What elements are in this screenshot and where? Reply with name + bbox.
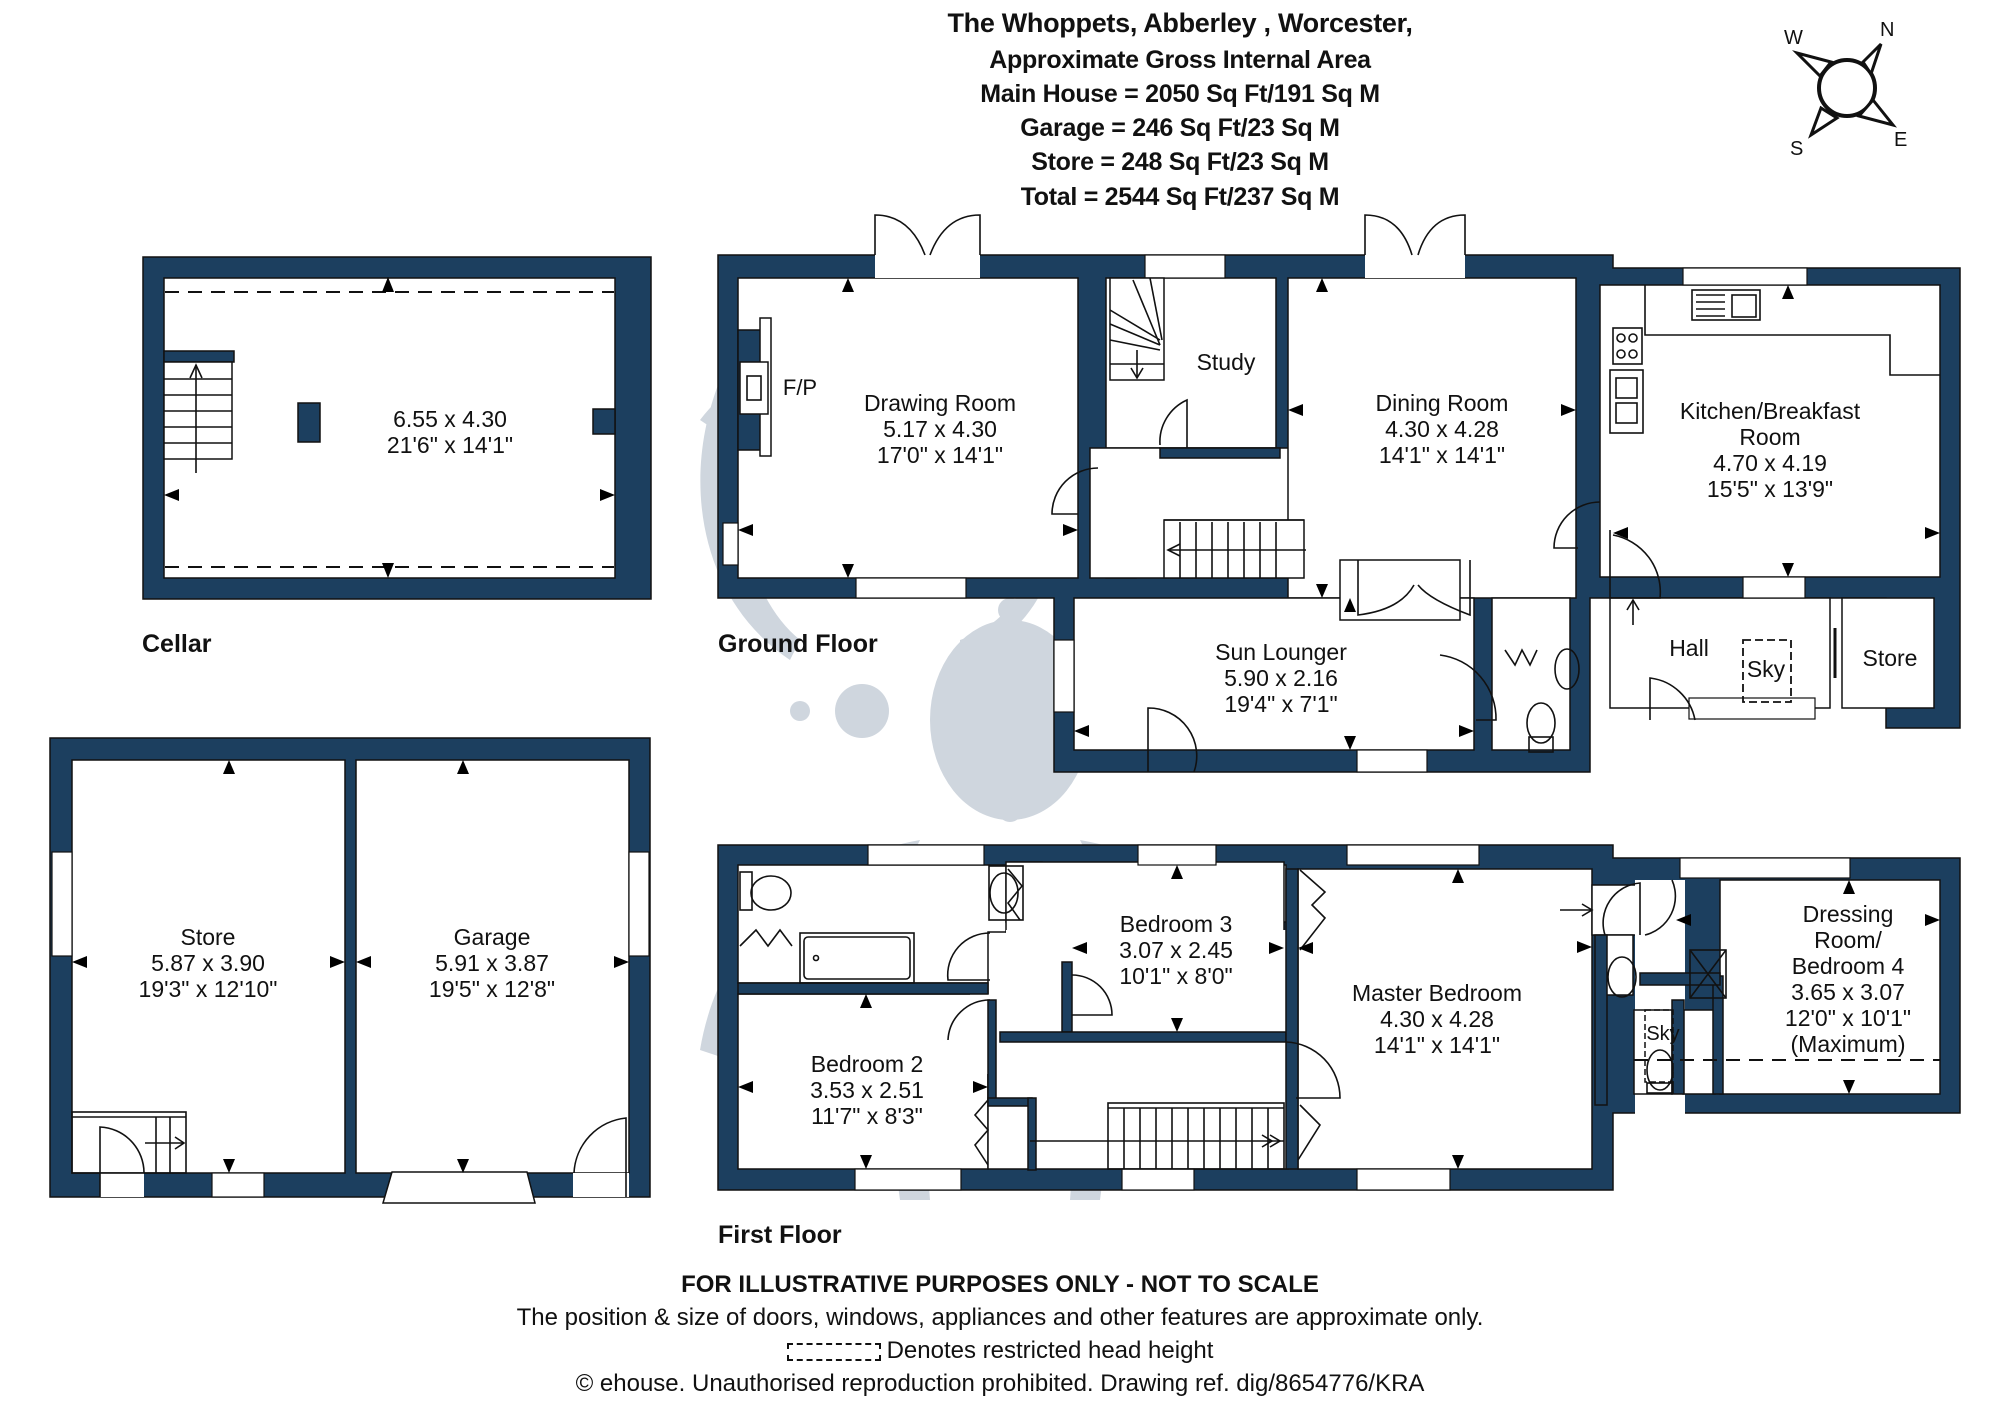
garage-imperial: 19'5" x 12'8" (429, 976, 555, 1002)
sun-lounger-name: Sun Lounger (1215, 639, 1347, 665)
dressing-room-imperial: 12'0" x 10'1" (1785, 1005, 1911, 1031)
ground-floor-label: Ground Floor (718, 630, 878, 658)
dressing-room-note: (Maximum) (1791, 1031, 1906, 1057)
window (1137, 844, 1217, 866)
cellar-room-metric: 6.55 x 4.30 (393, 406, 507, 432)
legend-text: Denotes restricted head height (886, 1337, 1214, 1364)
stairs-icon (71, 1111, 187, 1174)
window (1688, 697, 1816, 720)
dressing-room-name-line3: Bedroom 4 (1792, 953, 1905, 979)
garage-door (382, 1171, 536, 1204)
dressing-room-name: Dressing (1803, 901, 1894, 927)
stairs-icon (163, 361, 233, 473)
window (722, 522, 739, 566)
ground-store-name: Store (1863, 645, 1918, 671)
dashed-box-icon (786, 1342, 881, 1361)
cellar-plan: 6.55 x 4.30 21'6" x 14'1" Cellar (142, 256, 652, 658)
area-garage: Garage = 246 Sq Ft/23 Sq M (1020, 114, 1340, 142)
dressing-room-metric: 3.65 x 3.07 (1791, 979, 1905, 1005)
fireplace-label: F/P (783, 375, 817, 400)
window (867, 844, 985, 866)
fireplace-icon: F/P (737, 317, 817, 457)
window (1346, 844, 1480, 866)
drawing-room-metric: 5.17 x 4.30 (883, 416, 997, 442)
kitchen-metric: 4.70 x 4.19 (1713, 450, 1827, 476)
area-total: Total = 2544 Sq Ft/237 Sq M (1020, 183, 1340, 211)
bathroom-fittings (739, 865, 1024, 984)
outbuilding-store-imperial: 19'3" x 12'10" (139, 976, 278, 1002)
ensuite-skylight-label: Sky (1646, 1023, 1679, 1045)
master-bedroom-imperial: 14'1" x 14'1" (1374, 1032, 1500, 1058)
stairs-icon (1030, 1102, 1285, 1170)
property-title: The Whoppets, Abberley , Worcester, (947, 8, 1413, 38)
cellar-room-imperial: 21'6" x 14'1" (387, 432, 513, 458)
bedroom2-name: Bedroom 2 (811, 1051, 924, 1077)
dining-room-imperial: 14'1" x 14'1" (1379, 442, 1505, 468)
kitchen-name: Kitchen/Breakfast (1680, 398, 1861, 424)
window (211, 1172, 265, 1198)
area-main-house: Main House = 2050 Sq Ft/191 Sq M (980, 80, 1380, 108)
dining-room-metric: 4.30 x 4.28 (1385, 416, 1499, 442)
window (855, 577, 967, 599)
compass-s: S (1790, 138, 1803, 160)
first-floor-plan: Sky Bedroom 2 3.53 x 2.51 11'7" x 8'3" B… (717, 844, 1961, 1249)
kitchen-name-line2: Room (1739, 424, 1800, 450)
garage-name: Garage (454, 924, 531, 950)
window (854, 1168, 962, 1191)
sun-lounger-imperial: 19'4" x 7'1" (1224, 691, 1337, 717)
window (1742, 576, 1806, 599)
bedroom2-metric: 3.53 x 2.51 (810, 1077, 924, 1103)
master-bedroom-name: Master Bedroom (1352, 980, 1522, 1006)
compass-icon: N E S W (1784, 19, 1907, 160)
sun-lounger-metric: 5.90 x 2.16 (1224, 665, 1338, 691)
window (1356, 1168, 1451, 1191)
drawing-room-name: Drawing Room (864, 390, 1016, 416)
window (51, 851, 73, 957)
compass-e: E (1894, 129, 1907, 151)
disclaimer-text: FOR ILLUSTRATIVE PURPOSES ONLY - NOT TO … (681, 1271, 1319, 1298)
legend-restricted-height: Denotes restricted head height (400, 1334, 1600, 1367)
outbuilding-store-metric: 5.87 x 3.90 (151, 950, 265, 976)
drawing-room-imperial: 17'0" x 14'1" (877, 442, 1003, 468)
stairs-icon (1163, 519, 1306, 579)
dressing-room-name-line2: Room/ (1814, 927, 1882, 953)
outbuilding-store-name: Store (181, 924, 236, 950)
bedroom3-name: Bedroom 3 (1120, 911, 1233, 937)
hall-name: Hall (1669, 635, 1709, 661)
window (1682, 267, 1808, 286)
bedroom2-imperial: 11'7" x 8'3" (811, 1103, 923, 1129)
area-store: Store = 248 Sq Ft/23 Sq M (1031, 148, 1329, 176)
study-name: Study (1197, 349, 1256, 375)
master-bedroom-metric: 4.30 x 4.28 (1380, 1006, 1494, 1032)
approximation-note: The position & size of doors, windows, a… (516, 1304, 1484, 1331)
kitchen-units (1609, 285, 1940, 434)
bedroom3-metric: 3.07 x 2.45 (1119, 937, 1233, 963)
first-floor-label: First Floor (718, 1221, 842, 1249)
dining-room-name: Dining Room (1376, 390, 1509, 416)
window (1053, 639, 1075, 713)
oven-icon (1609, 369, 1644, 434)
copyright-text: © ehouse. Unauthorised reproduction proh… (575, 1370, 1425, 1397)
bedroom3-imperial: 10'1" x 8'0" (1119, 963, 1232, 989)
skylight-label: Sky (1747, 656, 1786, 682)
window (1144, 254, 1226, 279)
outbuilding-plan: Store 5.87 x 3.90 19'3" x 12'10" Garage … (49, 737, 651, 1204)
window (1356, 749, 1428, 773)
hob-icon (1612, 327, 1643, 365)
garage-metric: 5.91 x 3.87 (435, 950, 549, 976)
window (1679, 857, 1851, 879)
compass-n: N (1880, 19, 1894, 41)
stairs-icon (1109, 277, 1165, 381)
kitchen-imperial: 15'5" x 13'9" (1707, 476, 1833, 502)
area-subtitle: Approximate Gross Internal Area (989, 46, 1371, 74)
ground-floor-plan: F/P (717, 214, 1961, 773)
window (1121, 1168, 1195, 1191)
cellar-label: Cellar (142, 630, 212, 658)
window (628, 851, 650, 957)
shower-icon (1689, 949, 1727, 999)
compass-w: W (1784, 27, 1803, 49)
